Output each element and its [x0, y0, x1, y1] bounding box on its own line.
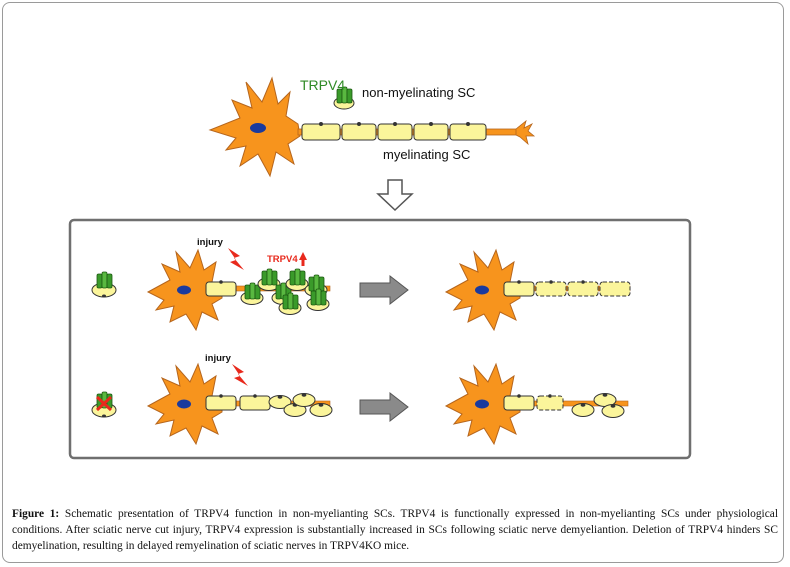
right-arrow-icon [359, 391, 409, 423]
figure-diagram: TRPV4 non-myelinating SC myelinating SC … [68, 76, 692, 460]
myelin-segments [301, 122, 487, 141]
row2-delayed-cells [571, 392, 625, 418]
myelinating-sc-label: myelinating SC [383, 147, 470, 162]
deletion-x-icon [95, 395, 113, 412]
row1-trpv4-label: TRPV4 [267, 254, 298, 265]
axon-terminal [515, 119, 536, 146]
non-myelinating-sc-label: non-myelinating SC [362, 85, 475, 100]
neuron-nucleus [250, 123, 266, 133]
row-wildtype: injury TRPV4 [91, 237, 631, 332]
row1-nucleus [177, 285, 191, 295]
row2-cells [268, 392, 333, 417]
ko-non-myelinating-sc [91, 391, 117, 418]
row1-remyelinated-segments [535, 280, 631, 297]
injury-panel [68, 218, 692, 460]
caption-text: Schematic presentation of TRPV4 function… [12, 508, 778, 552]
figure-caption: Figure 1: Schematic presentation of TRPV… [12, 506, 778, 554]
row-knockout: injury [91, 353, 629, 446]
lightning-bolt-icon [228, 248, 244, 270]
up-arrow-icon [299, 252, 307, 266]
trpv4-label: TRPV4 [300, 77, 345, 93]
top-neuron: TRPV4 non-myelinating SC myelinating SC [208, 76, 536, 178]
row1-injury-label: injury [197, 237, 224, 248]
wt-non-myelinating-sc [91, 271, 117, 298]
lightning-bolt-icon [232, 364, 248, 386]
caption-label: Figure 1: [12, 508, 60, 520]
row2-injury-label: injury [205, 353, 232, 364]
non-myelinating-sc [333, 86, 355, 110]
page-frame [2, 2, 784, 563]
right-arrow-icon [359, 274, 409, 306]
down-arrow-icon [376, 179, 414, 212]
row1-demyelinating-cells [240, 268, 330, 315]
